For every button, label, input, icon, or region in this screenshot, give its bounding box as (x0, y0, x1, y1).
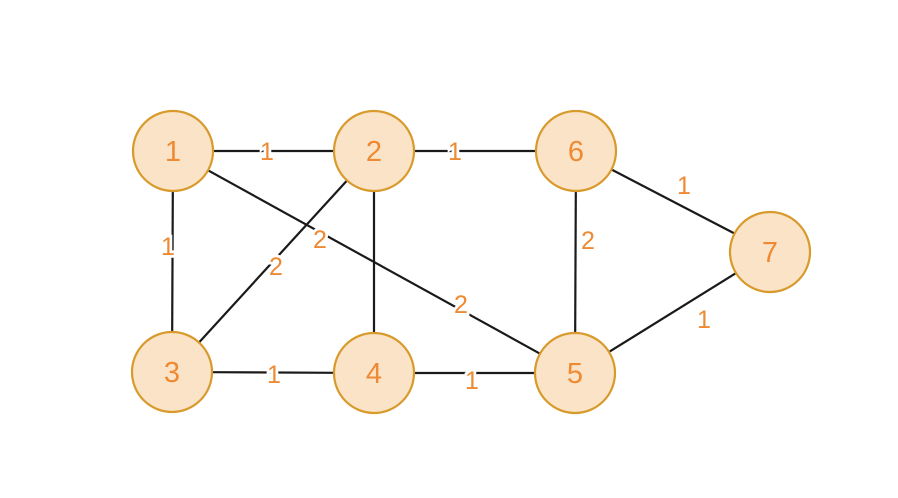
edge-weight-label-1-3: 1 (161, 233, 175, 261)
graph-node-7[interactable]: 7 (728, 210, 812, 294)
edge-weight-halo: 1 (465, 367, 479, 395)
graph-edge-3-4 (211, 371, 335, 374)
edge-weight-label-5-7: 1 (697, 306, 711, 334)
edge-weight-halo: 1 (697, 306, 711, 334)
node-circle-3[interactable] (130, 330, 214, 414)
graph-edge-6-7 (610, 168, 736, 235)
graph-edge-1-5 (207, 169, 541, 355)
edge-weight-halo: 1 (267, 361, 281, 389)
edge-weight-label-3-4: 1 (267, 361, 281, 389)
node-circle-4[interactable] (332, 331, 416, 415)
graph-node-5[interactable]: 5 (533, 331, 617, 415)
edge-weight-halo: 1 (161, 233, 175, 261)
edge-weight-label-1-2: 1 (260, 138, 274, 166)
node-circle-2[interactable] (332, 109, 416, 193)
edge-weight-halo: 1 (677, 172, 691, 200)
graph-node-6[interactable]: 6 (534, 109, 618, 193)
node-label-3: 3 (164, 357, 180, 389)
node-label-5: 5 (567, 358, 583, 390)
edge-weight-label-4-5: 1 (465, 367, 479, 395)
edge-weight-halo: 2 (269, 253, 283, 281)
edge-weight-label-6-7: 1 (677, 172, 691, 200)
nodes-layer: 1 2 3 4 5 6 7 (130, 109, 812, 415)
edge-weight-label-6-5: 2 (581, 227, 595, 255)
edge-weight-halo: 1 (448, 138, 462, 166)
node-label-7: 7 (762, 237, 778, 269)
node-label-1: 1 (165, 136, 181, 168)
graph-node-2[interactable]: 2 (332, 109, 416, 193)
graph-node-4[interactable]: 4 (332, 331, 416, 415)
node-circle-5[interactable] (533, 331, 617, 415)
edge-weight-label-1-5: 2 (313, 226, 327, 254)
edge-weight-label-2-6: 1 (448, 138, 462, 166)
node-circle-7[interactable] (728, 210, 812, 294)
edge-weight-halo: 2 (454, 291, 468, 319)
edge-weight-label-1-5: 2 (454, 291, 468, 319)
edge-weight-halo: 2 (581, 227, 595, 255)
graph-node-1[interactable]: 1 (131, 109, 215, 193)
graph-edge-1-3 (171, 190, 174, 333)
node-label-6: 6 (568, 136, 584, 168)
edge-weight-halo: 2 (313, 226, 327, 254)
node-circle-6[interactable] (534, 109, 618, 193)
node-label-2: 2 (366, 136, 382, 168)
graph-edge-2-3 (198, 179, 348, 344)
node-label-4: 4 (366, 358, 382, 390)
graph-edge-6-5 (574, 190, 577, 334)
edges-layer (171, 149, 737, 375)
graph-node-3[interactable]: 3 (130, 330, 214, 414)
edge-weight-halo: 1 (260, 138, 274, 166)
edge-weight-label-2-3: 2 (269, 253, 283, 281)
graph-edge-5-7 (608, 272, 737, 353)
node-circle-1[interactable] (131, 109, 215, 193)
